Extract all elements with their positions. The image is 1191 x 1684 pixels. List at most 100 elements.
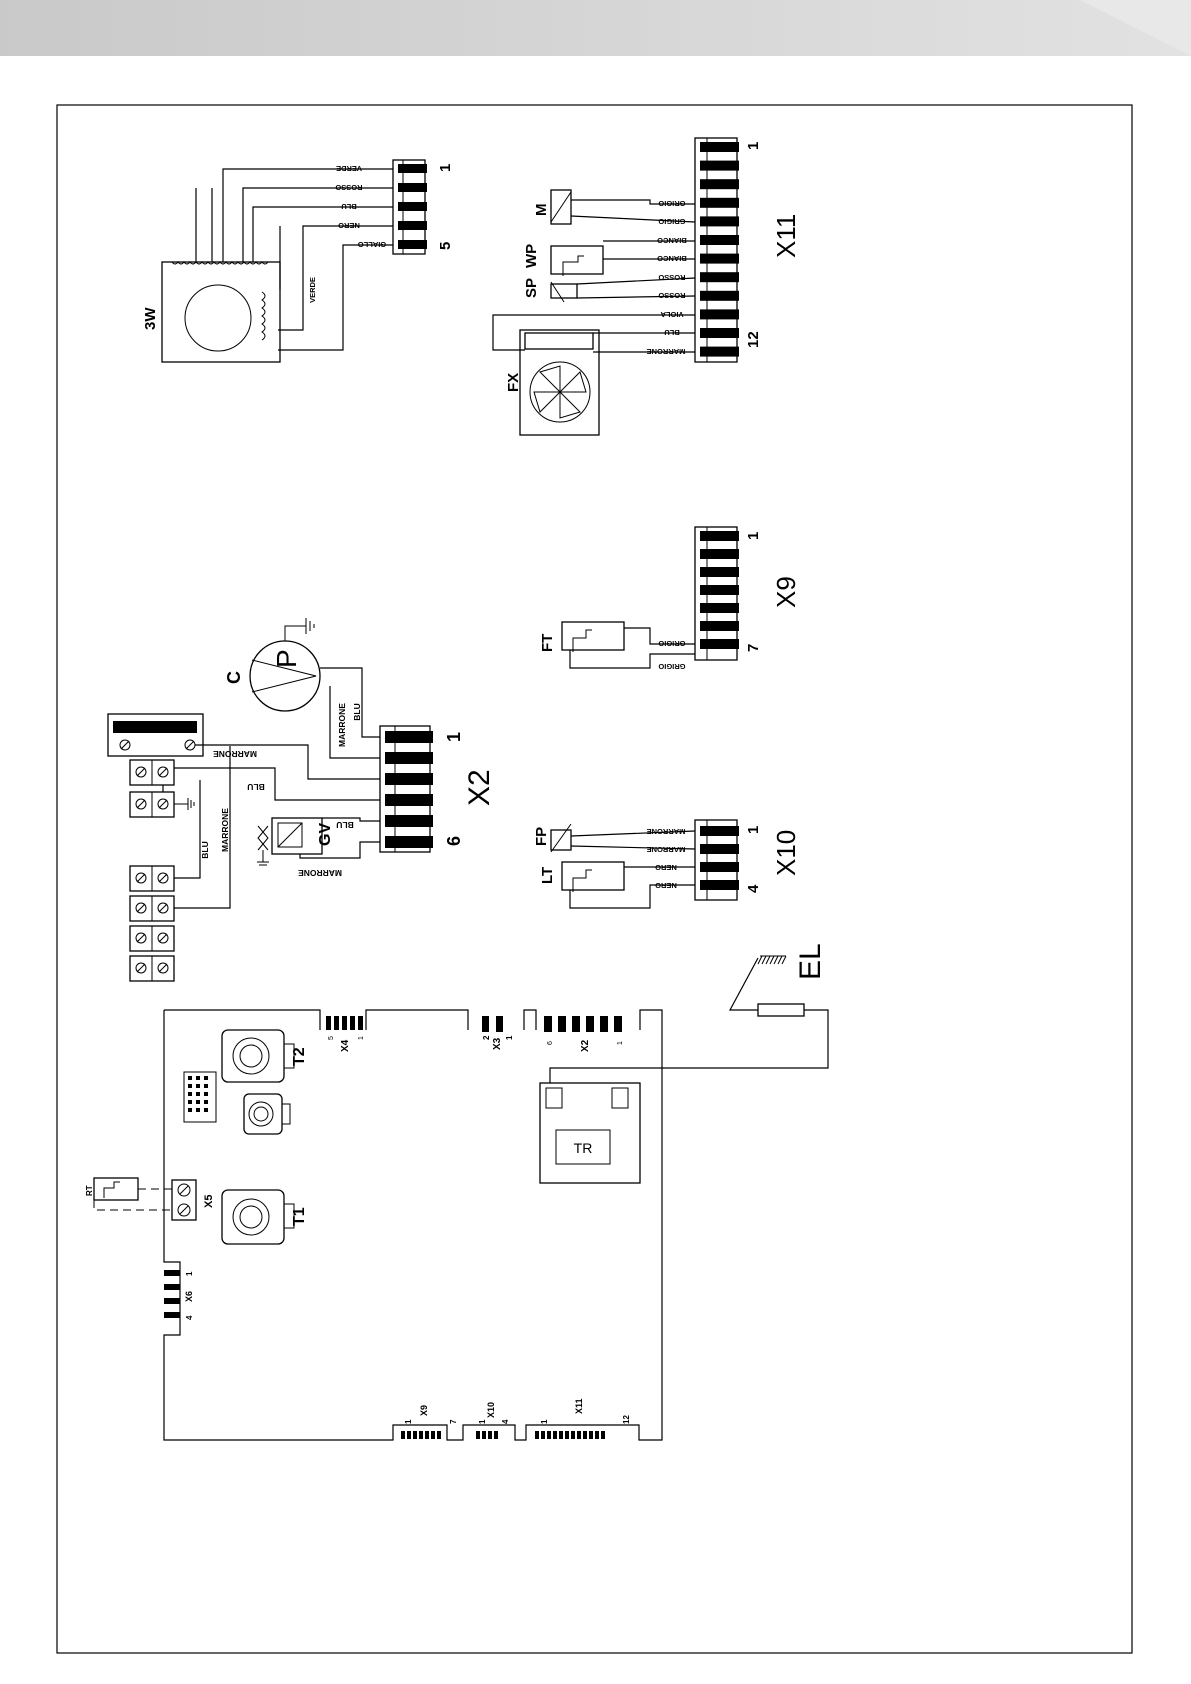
x9-pin-first: 1 bbox=[745, 532, 762, 540]
three-way-valve-motor bbox=[184, 284, 252, 352]
electrode-rod bbox=[728, 957, 759, 1011]
water-pressure-box bbox=[550, 245, 604, 275]
board-x9-pin-a: 1 bbox=[404, 1419, 413, 1424]
three-way-wire-internal: VERDE bbox=[308, 277, 317, 303]
board-x5-label: X5 bbox=[203, 1195, 215, 1208]
x2-wire-marrone: MARRONE bbox=[213, 749, 257, 759]
x11-pin bbox=[700, 179, 739, 190]
electrode-group: EL bbox=[549, 943, 829, 1086]
board-x10-pin-a: 1 bbox=[478, 1419, 487, 1424]
modulator-label: M bbox=[533, 204, 550, 217]
three-way-wire-4: NERO bbox=[338, 221, 360, 230]
x11-wire-label: BLU bbox=[664, 328, 679, 337]
x9-pin-last: 7 bbox=[745, 644, 762, 652]
trimmer-1-label: T1 bbox=[291, 1207, 308, 1226]
board-x4-label: X4 bbox=[340, 1039, 351, 1052]
gas-valve-box bbox=[271, 817, 323, 855]
x11-pin bbox=[700, 272, 739, 283]
trimmer-2-label: T2 bbox=[291, 1047, 308, 1066]
x2-group: X2 1 6 P C MARRONE BLU MARRONE BLU bbox=[107, 618, 496, 982]
board-x3-pin-b: 1 bbox=[505, 1035, 514, 1040]
x11-wire-label: MARRONE bbox=[647, 347, 686, 356]
limit-thermostat-label: LT bbox=[539, 867, 556, 884]
room-thermostat-box bbox=[93, 1177, 139, 1201]
electrode-ground-icon bbox=[757, 955, 787, 965]
x2-connector bbox=[379, 725, 431, 853]
x10-group: X10 1 4 FP LT MARRONE MARRONE NERO NERO bbox=[533, 819, 801, 909]
main-board: X4 5 1 X3 2 1 X2 6 1 T2 bbox=[163, 1009, 663, 1441]
board-x6-label: X6 bbox=[184, 1291, 194, 1302]
board-x4-pin-b: 1 bbox=[358, 1036, 365, 1040]
trimmer-1 bbox=[221, 1189, 285, 1245]
transformer-core bbox=[555, 1129, 611, 1165]
board-outline bbox=[163, 1009, 663, 1441]
board-x3-pins bbox=[482, 1016, 503, 1032]
x11-pin bbox=[700, 309, 739, 320]
flue-thermostat-label: FT bbox=[539, 634, 556, 652]
pump-symbol: P bbox=[271, 649, 302, 668]
board-x3-pin-a: 2 bbox=[482, 1035, 491, 1040]
flow-probe-label: FP bbox=[533, 827, 550, 846]
three-way-wire-2: ROSSO bbox=[335, 183, 362, 192]
x11-pin bbox=[700, 290, 739, 301]
x11-pin bbox=[700, 197, 739, 208]
x11-wire-label: ROSSO bbox=[658, 291, 685, 300]
x11-pin bbox=[700, 253, 739, 264]
x11-wire-label: GRIGIO bbox=[658, 199, 685, 208]
x11-pin bbox=[700, 328, 739, 338]
board-x6-pin-a: 4 bbox=[185, 1315, 194, 1320]
x10-label: X10 bbox=[771, 830, 801, 876]
terminal-wire-marrone: MARRONE bbox=[220, 808, 230, 852]
board-x4-pins bbox=[326, 1016, 363, 1030]
x11-pin bbox=[700, 346, 739, 357]
room-thermostat-label: RT bbox=[85, 1185, 94, 1196]
x11-wire-label: BIANCO bbox=[657, 254, 687, 263]
x9-label: X9 bbox=[771, 576, 801, 608]
x10-wire-3: NERO bbox=[655, 863, 677, 872]
gas-valve-label: GV bbox=[317, 823, 334, 846]
board-x6-pin-b: 1 bbox=[185, 1271, 194, 1276]
pump-label: C bbox=[224, 671, 244, 684]
room-thermostat-group: RT bbox=[85, 1177, 172, 1211]
x10-wire-2: MARRONE bbox=[647, 845, 686, 854]
board-x11-label: X11 bbox=[574, 1398, 584, 1414]
three-way-valve-group: 3W 1 5 VERDE ROSSO BLU NERO GIALLO VERDE bbox=[142, 159, 454, 363]
board-x11-pin-a: 1 bbox=[540, 1419, 549, 1424]
pump-wire-blu: BLU bbox=[352, 703, 362, 720]
three-way-valve-coil bbox=[261, 291, 266, 341]
board-x9-pin-b: 7 bbox=[449, 1419, 458, 1424]
x11-pin-first: 1 bbox=[745, 142, 762, 150]
gv-wire-blu: BLU bbox=[336, 820, 353, 830]
pump-ground-icon bbox=[284, 618, 315, 641]
x11-connector bbox=[694, 137, 738, 363]
x11-wire-label: VIOLA bbox=[660, 310, 684, 319]
x9-wire-2: GRIGIO bbox=[658, 662, 685, 671]
board-x10-pin-b: 4 bbox=[501, 1419, 510, 1424]
x2-pin-first: 1 bbox=[444, 732, 464, 742]
water-pressure-label: WP bbox=[523, 244, 540, 268]
x11-group: X11 1 12 M WP SP FX GRIGIOGRIGIOBIANCOBI… bbox=[492, 137, 801, 436]
electrode-plug bbox=[757, 1003, 805, 1017]
x10-wire-1: MARRONE bbox=[647, 827, 686, 836]
x11-wire-label: ROSSO bbox=[658, 273, 685, 282]
gas-valve-icon bbox=[257, 825, 269, 866]
terminal-block-top bbox=[129, 759, 195, 818]
header-band-tip bbox=[1080, 0, 1191, 56]
x2-wire-blu: BLU bbox=[247, 782, 264, 792]
x11-wire-label: GRIGIO bbox=[658, 217, 685, 226]
header-band bbox=[0, 0, 1191, 56]
pressure-switch-box bbox=[550, 283, 578, 299]
board-x4-pin-a: 5 bbox=[328, 1036, 335, 1040]
x11-wire-label: BIANCO bbox=[657, 236, 687, 245]
flue-thermostat-box bbox=[561, 621, 625, 651]
fan-connector bbox=[524, 332, 594, 350]
board-x2-pin-a: 6 bbox=[547, 1041, 554, 1045]
gv-wire-marrone: MARRONE bbox=[298, 868, 342, 878]
three-way-wire-5: GIALLO bbox=[358, 240, 386, 249]
board-x2-label: X2 bbox=[580, 1039, 591, 1052]
x11-pin bbox=[700, 235, 739, 245]
board-x5-terminal bbox=[171, 1179, 197, 1221]
x2-label: X2 bbox=[463, 769, 496, 806]
three-way-valve-box bbox=[161, 261, 281, 363]
